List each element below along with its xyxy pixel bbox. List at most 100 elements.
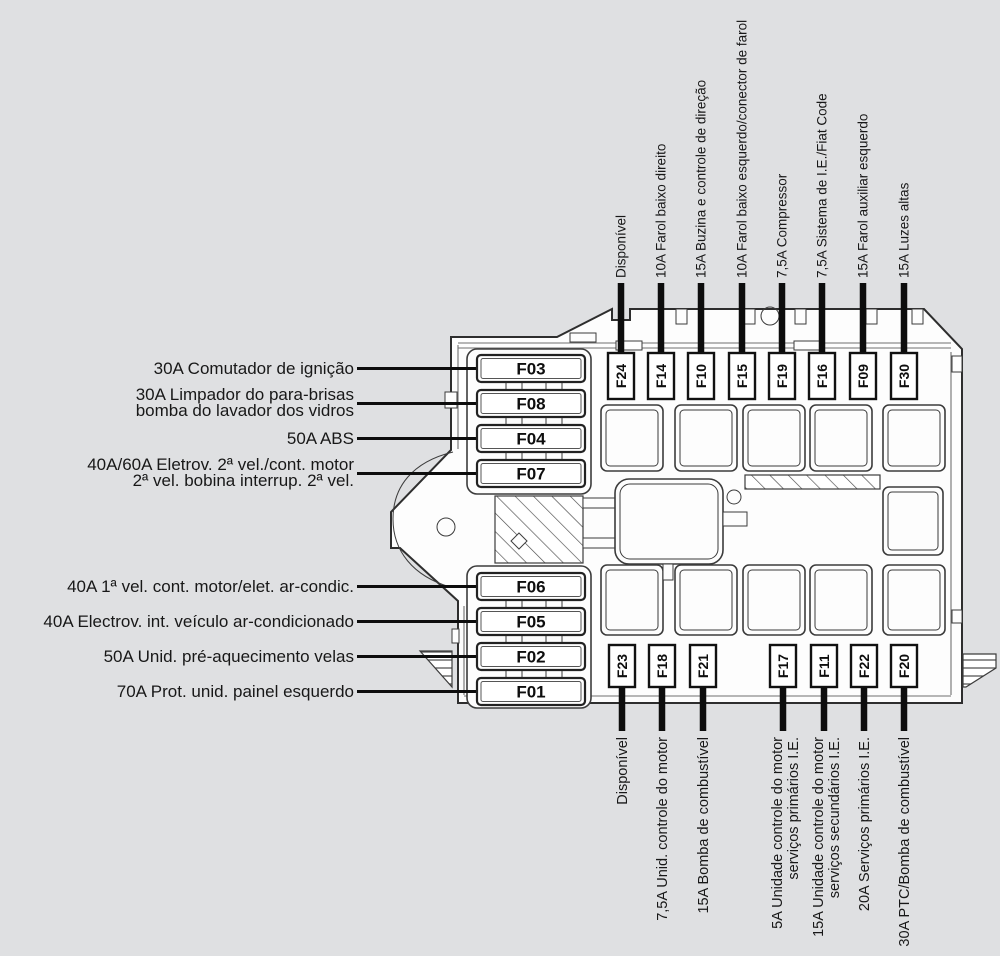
bottom-fuse-f11: F11 15A Unidade controle do motor serviç… xyxy=(809,643,843,937)
bottom-fuse-f23: F23 Disponível xyxy=(607,643,637,805)
relay-square-mid-right-inner xyxy=(887,491,939,551)
fuse-label: 40A/60A Eletrov. 2ª vel./cont. motor xyxy=(87,455,354,474)
top-fuse-f24: F24 Disponível xyxy=(606,215,636,401)
fuse-slot xyxy=(767,351,797,401)
fuse-id: F06 xyxy=(516,577,545,596)
fuse-label-line2: serviços secundários I.E. xyxy=(827,737,843,898)
fuse-slot xyxy=(475,388,587,419)
top-fuse-f15: F15 10A Farol baixo esquerdo/conector de… xyxy=(727,20,757,401)
edge-clip xyxy=(451,628,460,644)
hatched-area xyxy=(494,495,584,564)
central-relay-module xyxy=(614,478,724,565)
edge-clip xyxy=(444,391,458,409)
fuse-id: F07 xyxy=(516,464,545,483)
fuse-slot xyxy=(686,351,716,401)
fuse-slot xyxy=(727,351,757,401)
housing-notch xyxy=(865,308,878,325)
fuse-label: 5A Unidade controle do motor xyxy=(770,737,786,929)
fuse-slot xyxy=(475,676,587,707)
fuse-slot xyxy=(475,606,587,637)
bottom-fuse-f22: F22 20A Serviços primários I.E. xyxy=(849,643,879,911)
fuse-label: 40A 1ª vel. cont. motor/elet. ar-condic. xyxy=(67,577,354,596)
fuse-slot xyxy=(768,643,798,689)
fuse-label: Disponível xyxy=(615,737,631,805)
fuse-id: F16 xyxy=(814,364,830,388)
hatched-area-diamond xyxy=(510,532,528,550)
fuse-id: F03 xyxy=(516,359,545,378)
rib-wedge-right xyxy=(962,653,997,688)
fuse-label: 15A Bomba de combustível xyxy=(696,737,712,914)
fuse-label-line2: serviços primários I.E. xyxy=(786,737,802,880)
fuse-label: 30A Limpador do para-brisas xyxy=(136,385,354,404)
fuse-label: 15A Unidade controle do motor xyxy=(811,737,827,937)
fuse-label: 50A ABS xyxy=(287,429,354,448)
fuse-slot xyxy=(475,353,587,384)
wall-tab xyxy=(793,340,821,351)
fuse-slot xyxy=(475,423,587,454)
left-fuse-group: 30A Comutador de ignição F03 30A Limpado… xyxy=(43,353,587,707)
top-fuse-f30: F30 15A Luzes altas xyxy=(889,182,919,401)
left-fuse-f06: 40A 1ª vel. cont. motor/elet. ar-condic.… xyxy=(67,571,587,602)
bottom-fuse-f21: F21 15A Bomba de combustível xyxy=(688,643,718,914)
fuse-id: F10 xyxy=(693,364,709,388)
fuse-label: 7,5A Unid. controle do motor xyxy=(655,737,671,921)
left-fuse-f07: 40A/60A Eletrov. 2ª vel./cont. motor 2ª … xyxy=(87,455,587,490)
fuse-label: 10A Farol baixo esquerdo/conector de far… xyxy=(735,20,750,278)
left-fuse-f05: 40A Electrov. int. veículo ar-condiciona… xyxy=(43,606,587,637)
top-fuse-f19: F19 7,5A Compressor xyxy=(767,173,797,401)
fuse-id: F09 xyxy=(855,364,871,388)
left-fuse-f08: 30A Limpador do para-brisas bomba do lav… xyxy=(136,385,587,420)
housing-bulge xyxy=(392,451,454,588)
fuse-id: F17 xyxy=(775,654,791,678)
fuse-id: F22 xyxy=(856,654,872,678)
fuse-id: F21 xyxy=(695,654,711,678)
fuse-slot xyxy=(848,351,878,401)
relay-square-mid-right xyxy=(882,486,944,556)
fuse-label: 7,5A Sistema de I.E./Fiat Code xyxy=(815,93,830,278)
fuse-slot xyxy=(809,643,839,689)
small-hole-icon xyxy=(726,489,742,505)
fuse-id: F23 xyxy=(614,654,630,678)
fuse-slot xyxy=(606,351,636,401)
housing-notch xyxy=(675,308,688,325)
fuse-slot xyxy=(607,643,637,689)
fuse-label: 10A Farol baixo direito xyxy=(654,144,669,278)
housing-notch xyxy=(794,308,807,325)
fuse-id: F30 xyxy=(896,364,912,388)
fuse-label: 70A Prot. unid. painel esquerdo xyxy=(117,682,354,701)
fuse-label: 15A Luzes altas xyxy=(897,182,912,278)
fuse-id: F04 xyxy=(516,429,546,448)
fuse-slot xyxy=(647,643,677,689)
fuse-id: F20 xyxy=(896,654,912,678)
fuse-id: F01 xyxy=(516,682,545,701)
fuse-slot xyxy=(849,643,879,689)
edge-clip xyxy=(951,355,963,373)
fuse-id: F05 xyxy=(516,612,545,631)
edge-clip xyxy=(951,609,963,624)
fuse-slot xyxy=(475,641,587,672)
fuse-slot xyxy=(889,351,919,401)
housing-notch xyxy=(743,308,756,325)
hatched-strip xyxy=(744,474,881,490)
bottom-fuse-f20: F20 30A PTC/Bomba de combustível xyxy=(889,643,919,947)
fuse-label: 15A Buzina e controle de direção xyxy=(694,80,709,278)
central-relay-module-inner xyxy=(619,483,719,560)
connector-tab xyxy=(722,511,748,527)
fuse-label: 20A Serviços primários I.E. xyxy=(857,737,873,911)
fuse-id: F14 xyxy=(653,364,669,388)
fuse-slot xyxy=(807,351,837,401)
top-fuse-f09: F09 15A Farol auxiliar esquerdo xyxy=(848,114,878,401)
bottom-fuse-f17: F17 5A Unidade controle do motor serviço… xyxy=(768,643,802,929)
connector-tab xyxy=(582,497,616,509)
relay-row-top xyxy=(600,404,946,472)
mounting-hole-icon xyxy=(436,517,456,537)
housing-inner-wall xyxy=(457,342,952,697)
fuse-slot xyxy=(475,458,587,489)
connector-tab xyxy=(582,537,616,549)
fuse-id: F18 xyxy=(654,654,670,678)
wall-tab xyxy=(615,340,643,351)
fuse-label: 40A Electrov. int. veículo ar-condiciona… xyxy=(43,612,354,631)
fuse-slot xyxy=(889,643,919,689)
